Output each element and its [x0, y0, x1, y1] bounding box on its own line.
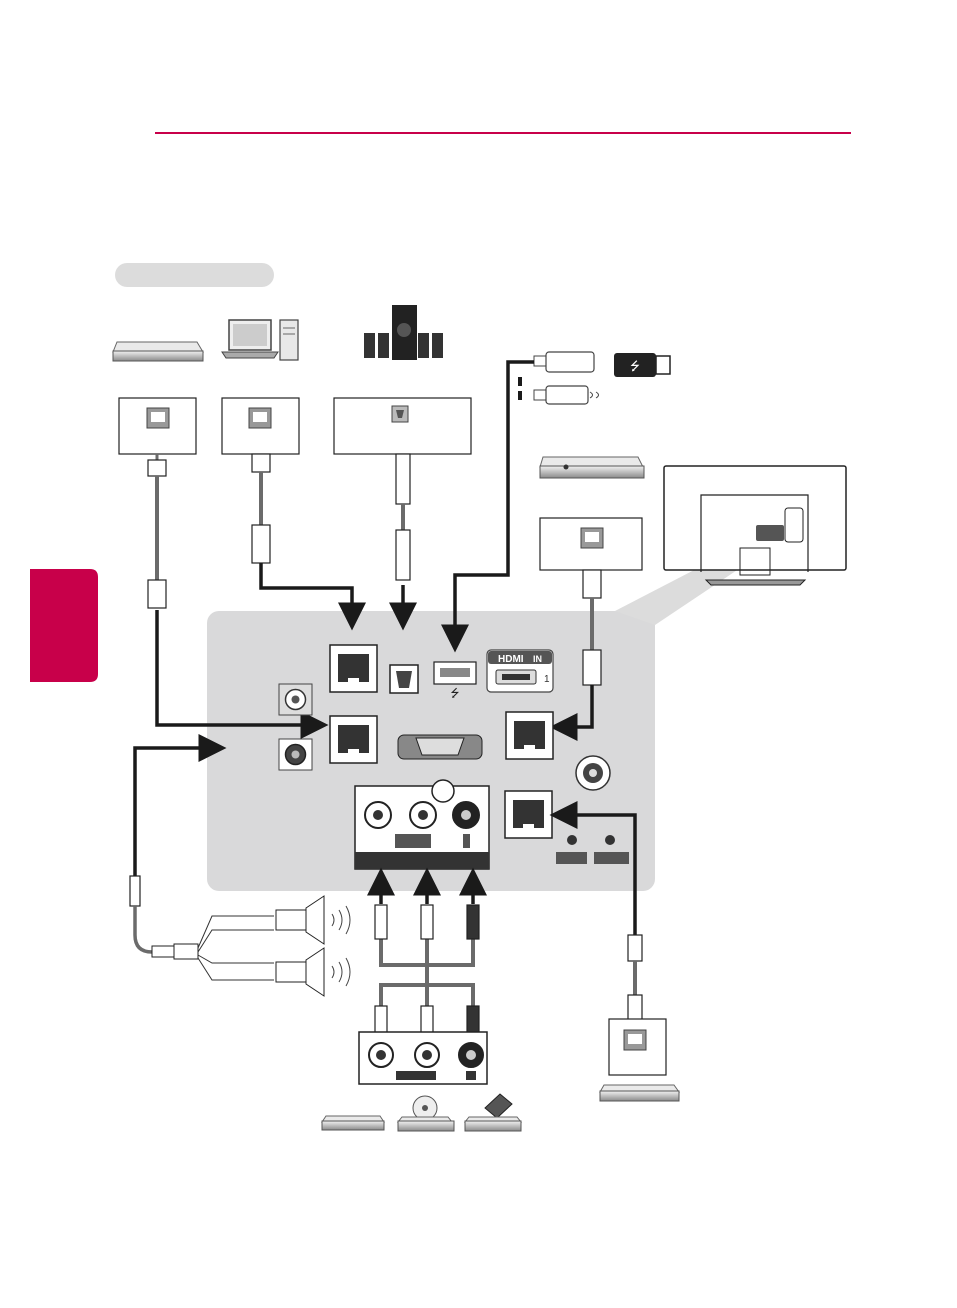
- panel-serial-port: [398, 735, 482, 759]
- pc-tower-icon: [280, 320, 298, 360]
- dvd-player-icon: [540, 457, 644, 478]
- source-component-jacks: [359, 1032, 487, 1084]
- speaker-icon: [276, 896, 350, 944]
- laptop-icon: [222, 320, 278, 358]
- indicator-1: [567, 835, 577, 845]
- component-source-device-icon: [322, 1116, 384, 1130]
- usb-cable-icon: [534, 386, 599, 404]
- indicator-2: [605, 835, 615, 845]
- panel-antenna-port: [576, 756, 610, 790]
- audio-cable: [130, 876, 198, 959]
- arrow-audio: [135, 748, 216, 876]
- lan-cable-4: [628, 935, 642, 1021]
- label-plate-2: [594, 852, 629, 864]
- usb-port-symbol: ⭍: [450, 687, 459, 700]
- panel-hdmi-port: HDMI IN 1: [487, 650, 553, 692]
- usb-stick-icon: [534, 352, 594, 372]
- component-source-device-icon: [465, 1094, 521, 1131]
- hdmi-in-text: IN: [533, 654, 542, 664]
- lan-cable-1: [148, 454, 166, 608]
- hdmi-logo-text: HDMI: [498, 654, 524, 665]
- speaker-system-icon: [364, 305, 443, 360]
- set-top-box-icon: [113, 342, 203, 361]
- speaker-wires: [198, 916, 274, 980]
- set-top-box-icon: [600, 1085, 679, 1101]
- svg-text:⭍: ⭍: [630, 359, 640, 373]
- component-cables: [375, 905, 479, 1036]
- label-plate-1: [556, 852, 587, 864]
- tv-rear-icon: [664, 466, 846, 585]
- component-source-device-icon: [398, 1096, 454, 1131]
- section-label-pill: [115, 263, 274, 287]
- speaker-icon: [276, 948, 350, 996]
- hdmi-port-number: 1: [544, 674, 550, 685]
- panel-component-jacks: [355, 780, 489, 869]
- usb-symbol-icon: ⭍: [614, 353, 670, 377]
- optical-cable: [396, 454, 410, 580]
- side-chapter-tab: [30, 569, 98, 682]
- lan-cable-2: [252, 454, 270, 563]
